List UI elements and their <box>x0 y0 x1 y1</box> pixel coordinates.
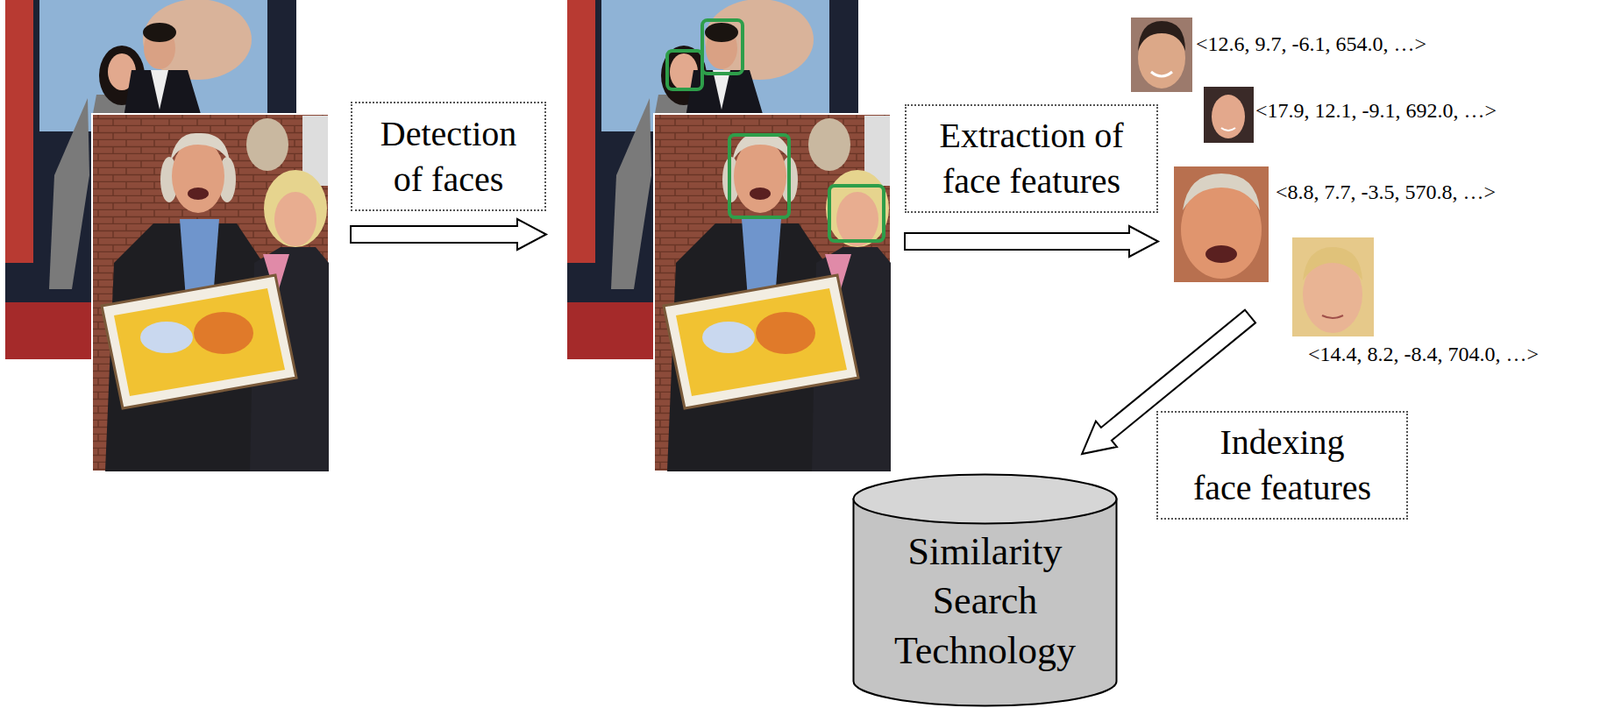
face-box <box>702 20 743 74</box>
node-text: Indexing face features <box>1165 419 1400 512</box>
face-crop <box>1203 86 1254 143</box>
hair <box>1302 247 1363 281</box>
face-crop <box>1130 17 1193 93</box>
hair <box>1137 21 1186 51</box>
face-boxes <box>667 20 884 242</box>
mouth <box>1205 245 1238 264</box>
text-block: Extraction of face features <box>913 113 1150 205</box>
step-label-box: Extraction of face features <box>904 104 1159 214</box>
feature-vector: <12.6, 9.7, -6.1, 654.0, …> <box>1195 31 1427 57</box>
feature-vector: <14.4, 8.2, -8.4, 704.0, …> <box>1308 341 1539 368</box>
input-photos <box>5 0 329 472</box>
feature-vector: <8.8, 7.7, -3.5, 570.8, …> <box>1275 179 1496 206</box>
hollow-arrow <box>904 226 1159 257</box>
node-text: Detection of faces <box>359 111 538 203</box>
hair <box>1182 173 1260 211</box>
smile <box>1221 128 1236 131</box>
database-cylinder: Similarity Search Technology <box>852 473 1118 708</box>
text-block: Detection of faces <box>359 111 538 203</box>
crop-ground <box>1203 86 1254 143</box>
face-box <box>729 135 790 218</box>
text-block: Similarity Search Technology <box>880 527 1091 676</box>
face-crop <box>1292 237 1374 337</box>
face-box <box>829 185 884 242</box>
cylinder-body <box>853 499 1117 707</box>
node-text: Similarity Search Technology <box>880 527 1091 676</box>
text-block: Indexing face features <box>1165 419 1400 512</box>
feature-vector: <17.9, 12.1, -9.1, 692.0, …> <box>1255 98 1497 124</box>
step-label-box: Indexing face features <box>1156 411 1408 520</box>
hollow-arrow <box>350 219 547 250</box>
detected-photos <box>567 0 891 472</box>
step-label-box: Detection of faces <box>350 101 547 212</box>
crop-ground <box>1130 17 1193 93</box>
cylinder-top <box>853 475 1117 525</box>
face-box <box>667 50 703 90</box>
mouth <box>1322 315 1344 319</box>
face-crop <box>1173 166 1269 283</box>
face <box>1211 94 1245 139</box>
crop-ground <box>1292 237 1374 337</box>
node-text: Extraction of face features <box>913 113 1150 205</box>
crop-ground <box>1173 166 1269 283</box>
smile <box>1151 71 1173 77</box>
